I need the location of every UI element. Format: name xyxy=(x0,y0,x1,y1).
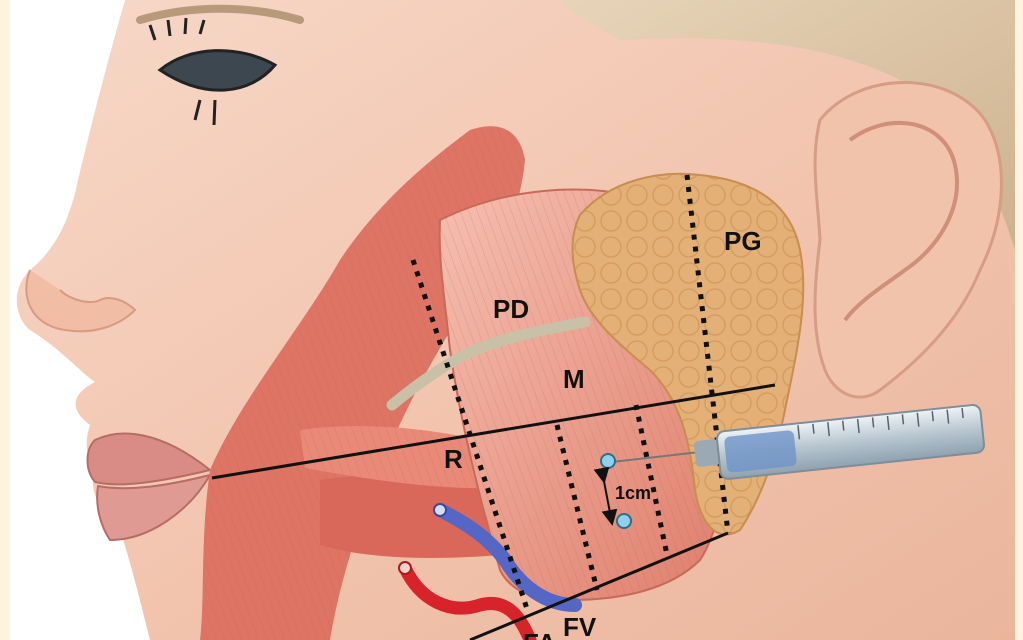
label-distance: 1cm xyxy=(615,483,651,503)
syringe-fluid xyxy=(724,430,797,473)
label-m: M xyxy=(563,364,585,394)
label-r: R xyxy=(444,444,463,474)
label-fv: FV xyxy=(563,612,597,640)
label-pd: PD xyxy=(493,294,529,324)
syringe-hub xyxy=(694,439,721,467)
label-fa-partial: FA xyxy=(523,628,556,640)
label-pg: PG xyxy=(724,226,762,256)
injection-point-lower xyxy=(617,514,631,528)
vein-lumen xyxy=(434,504,446,516)
artery-lumen xyxy=(399,562,411,574)
injection-point-upper xyxy=(601,454,615,468)
